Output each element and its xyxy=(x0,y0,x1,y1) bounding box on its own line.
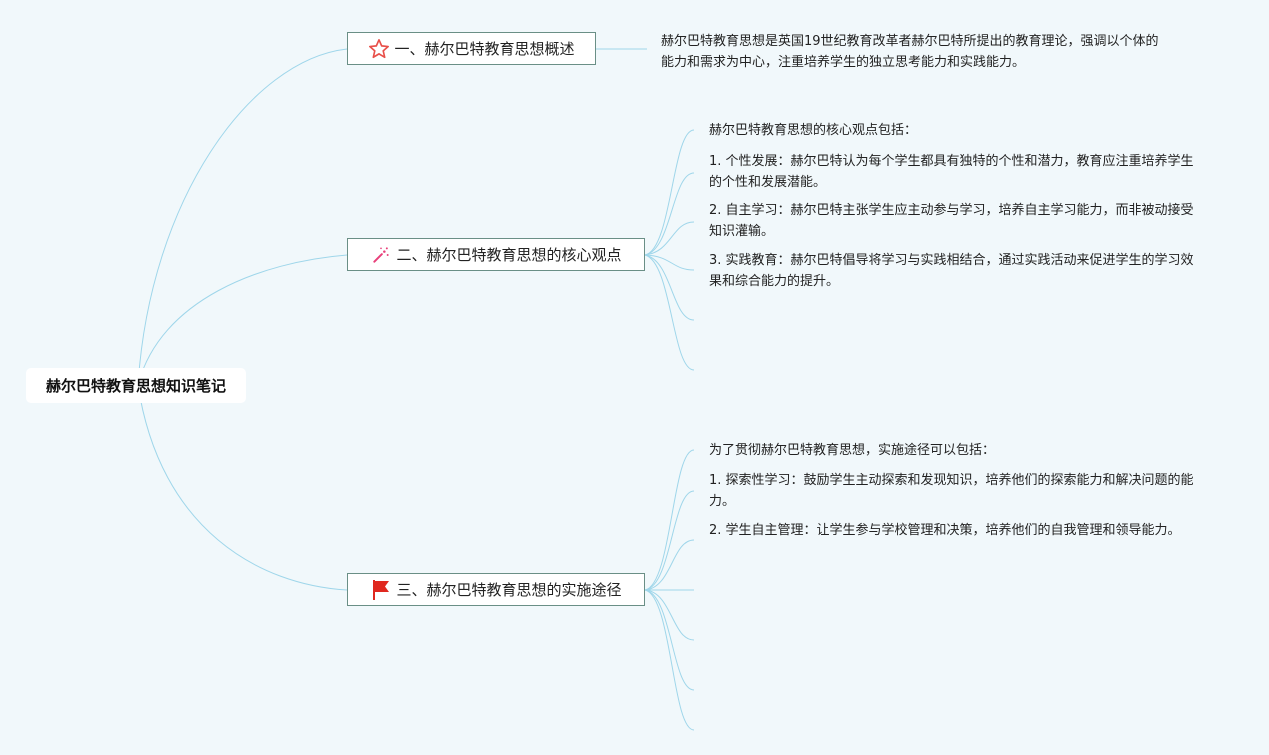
branch-node-implementation[interactable]: 三、赫尔巴特教育思想的实施途径 xyxy=(347,573,645,606)
leaf-impl-0[interactable]: 为了贯彻赫尔巴特教育思想，实施途径可以包括： xyxy=(709,443,996,458)
branch-3-leaf-connectors xyxy=(644,449,695,731)
magic-wand-sparkle-icon xyxy=(370,244,392,266)
branch-node-overview[interactable]: 一、赫尔巴特教育思想概述 xyxy=(347,32,596,65)
leaf-core-3[interactable]: 3. 实践教育：赫尔巴特倡导将学习与实践相结合，通过实践活动来促进学生的学习效果… xyxy=(709,253,1194,289)
root-node[interactable]: 赫尔巴特教育思想知识笔记 xyxy=(26,368,246,403)
star-outline-icon xyxy=(368,38,390,60)
connector-root-branch-3 xyxy=(137,384,348,591)
root-node-label: 赫尔巴特教育思想知识笔记 xyxy=(45,377,226,395)
leaf-core-0[interactable]: 赫尔巴特教育思想的核心观点包括： xyxy=(709,123,918,138)
red-flag-icon xyxy=(370,579,392,601)
note-overview: 赫尔巴特教育思想是英国19世纪教育改革者赫尔巴特所提出的教育理论，强调以个体的能… xyxy=(661,34,1159,70)
leaf-impl-1[interactable]: 1. 探索性学习：鼓励学生主动探索和发现知识，培养他们的探索能力和解决问题的能力… xyxy=(709,473,1194,509)
branch-node-core-views[interactable]: 二、赫尔巴特教育思想的核心观点 xyxy=(347,238,645,271)
branch-node-label: 一、赫尔巴特教育思想概述 xyxy=(394,40,575,58)
branch-2-leaf-connectors xyxy=(644,129,695,371)
connector-root-branch-1 xyxy=(137,48,348,386)
branch-node-label: 二、赫尔巴特教育思想的核心观点 xyxy=(396,246,622,264)
leaf-core-2[interactable]: 2. 自主学习：赫尔巴特主张学生应主动参与学习，培养自主学习能力，而非被动接受知… xyxy=(709,203,1194,239)
connector-root-branch-2 xyxy=(137,254,348,386)
branch-node-label: 三、赫尔巴特教育思想的实施途径 xyxy=(396,581,622,599)
leaf-core-1[interactable]: 1. 个性发展：赫尔巴特认为每个学生都具有独特的个性和潜力，教育应注重培养学生的… xyxy=(709,154,1194,190)
leaf-impl-2[interactable]: 2. 学生自主管理：让学生参与学校管理和决策，培养他们的自我管理和领导能力。 xyxy=(709,523,1181,538)
